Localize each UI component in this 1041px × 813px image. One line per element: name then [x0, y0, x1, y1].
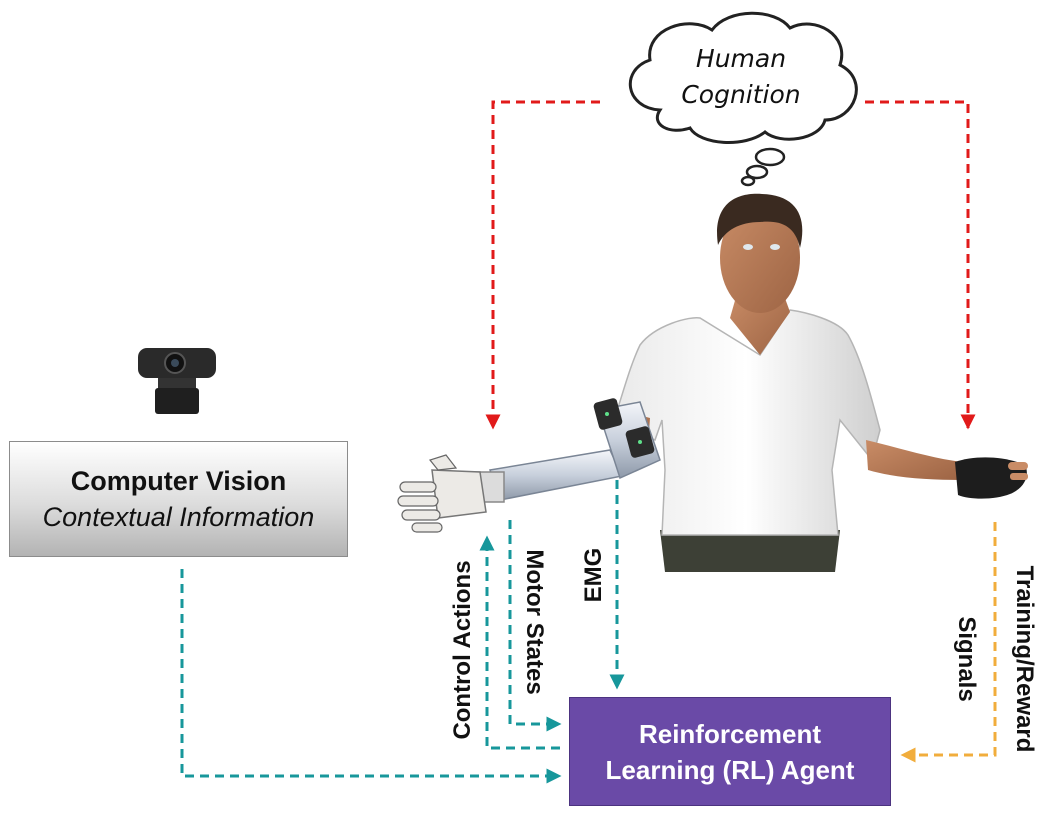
rl-agent-box: Reinforcement Learning (RL) Agent: [569, 697, 891, 806]
human-figure: [610, 193, 962, 572]
prosthetic-arm: [397, 398, 661, 533]
cloud-text-line2: Cognition: [681, 80, 801, 109]
control-actions-label: Control Actions: [449, 560, 476, 740]
computer-vision-box: Computer Vision Contextual Information: [9, 441, 348, 557]
rl-agent-line2: Learning (RL) Agent: [605, 754, 855, 785]
motor-states-label: Motor States: [521, 549, 548, 695]
rl-agent-line1: Reinforcement: [638, 718, 822, 749]
emg-label: EMG: [580, 547, 607, 603]
motor-states-arrow: [508, 520, 562, 732]
glove-icon: [955, 457, 1028, 499]
computer-vision-subtitle: Contextual Information: [42, 502, 315, 532]
computer-vision-title: Computer Vision: [70, 466, 287, 496]
reward-arrow: [900, 522, 997, 763]
cognition-arrow-right: [865, 100, 976, 430]
thought-cloud: [628, 11, 858, 187]
cv-to-agent-arrow: [180, 569, 562, 784]
cloud-text-line1: Human: [695, 44, 787, 73]
webcam-icon: [138, 348, 216, 414]
control-actions-arrow: [479, 535, 560, 750]
signals-label: Signals: [953, 616, 980, 702]
training-reward-label: Training/Reward: [1011, 565, 1038, 753]
cognition-arrow-left: [485, 100, 600, 430]
